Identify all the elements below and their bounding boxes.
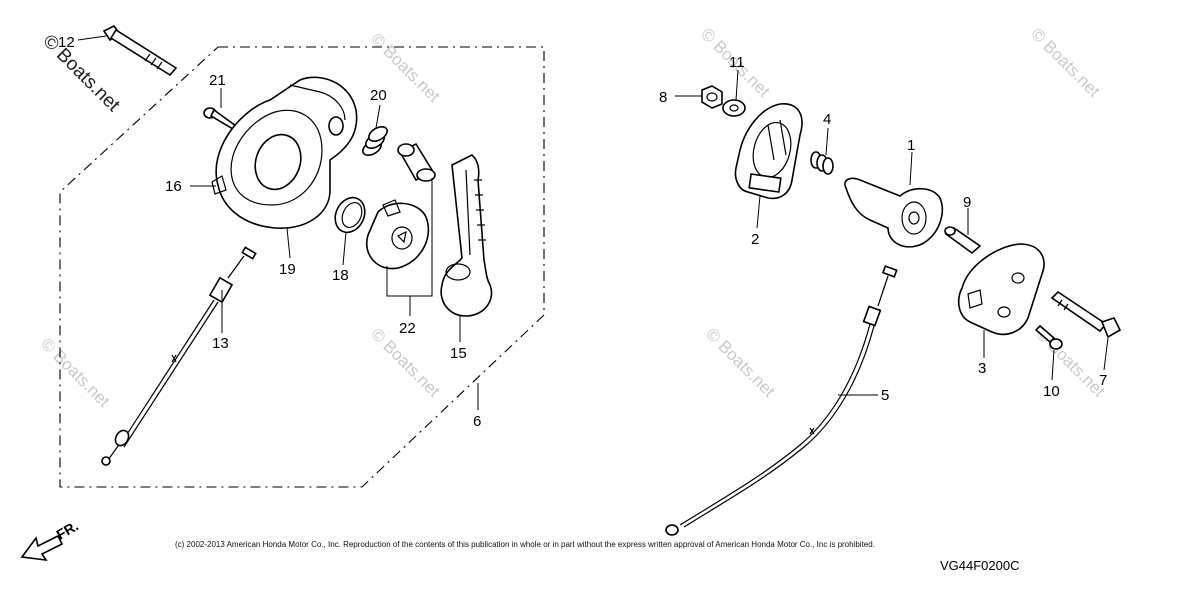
callout-9: 9: [963, 194, 971, 211]
ring-18: [334, 196, 366, 234]
callout-5: 5: [881, 387, 889, 404]
callout-16: 16: [165, 178, 182, 195]
housing-16-19: [211, 76, 358, 229]
front-direction-arrow: FR.: [20, 517, 81, 562]
lever-1: [844, 177, 944, 248]
callout-11: 11: [729, 54, 745, 71]
leader-lines: [77, 35, 1109, 410]
lever-15: [440, 154, 493, 317]
spring-20: [362, 125, 388, 157]
callout-2: 2: [751, 231, 759, 248]
callout-20: 20: [370, 87, 387, 104]
callout-15: 15: [450, 345, 467, 362]
callout-21: 21: [209, 72, 226, 89]
cable-5: [665, 265, 898, 536]
spring-4: [810, 151, 834, 175]
cover-3: [957, 243, 1045, 336]
washer-11: [722, 99, 746, 117]
callout-1: 1: [907, 137, 915, 154]
cable-13: [101, 246, 257, 466]
callout-18: 18: [332, 267, 349, 284]
watermark-dark: © Boats.net: [38, 31, 124, 117]
screw-10: [1034, 324, 1063, 350]
bolt-7: [1050, 290, 1122, 339]
callout-12: 12: [58, 34, 75, 51]
callout-13: 13: [212, 335, 229, 352]
callout-22: 22: [399, 320, 416, 337]
diagram-code: VG44F0200C: [940, 558, 1020, 573]
callout-6: 6: [473, 413, 481, 430]
callout-10: 10: [1043, 383, 1060, 400]
pin-9: [944, 226, 982, 255]
screw-21: [203, 107, 238, 131]
cam-22: [365, 199, 430, 270]
watermark: © Boats.net: [37, 334, 114, 411]
callout-7: 7: [1099, 372, 1107, 389]
callout-8: 8: [659, 89, 667, 106]
callout-19: 19: [279, 261, 296, 278]
watermarks: © Boats.net © Boats.net © Boats.net © Bo…: [37, 24, 1109, 411]
watermark: © Boats.net: [1027, 24, 1104, 101]
callouts: 12 21 20 16 19 18 22 15 13 6 8 11 4 1 2 …: [58, 34, 1107, 430]
watermark: © Boats.net: [702, 324, 779, 401]
bracket-2: [734, 103, 803, 200]
assembly-outline: [59, 46, 545, 488]
plunger: [397, 142, 436, 182]
copyright-notice: (c) 2002-2013 American Honda Motor Co., …: [175, 540, 875, 549]
bolt-12: [102, 24, 178, 77]
callout-3: 3: [978, 360, 986, 377]
nut-8: [701, 85, 723, 109]
callout-4: 4: [823, 111, 831, 128]
